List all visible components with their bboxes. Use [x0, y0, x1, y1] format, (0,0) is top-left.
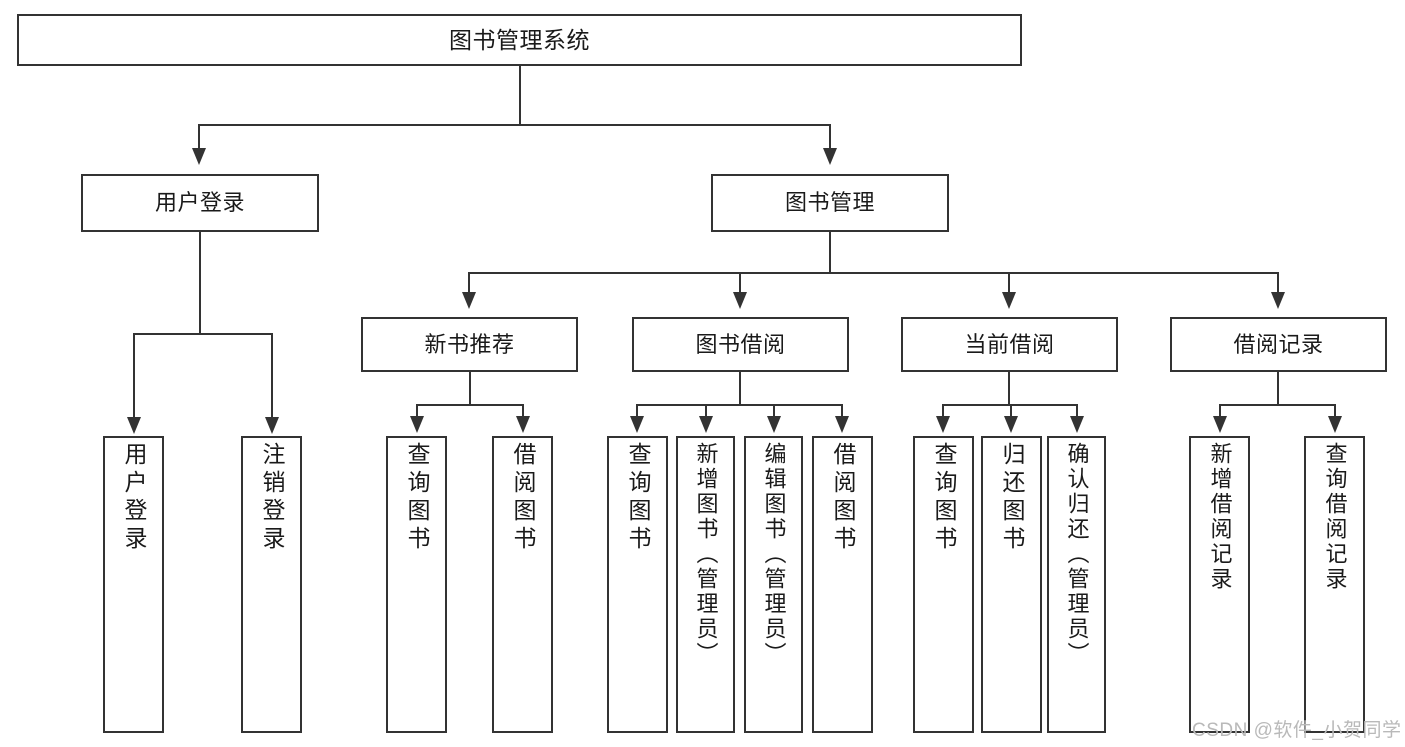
leaf-record-add[interactable]: 新增借阅记录 [1189, 436, 1250, 733]
connector-newbook-bar [416, 404, 524, 406]
connector-current-leaf1 [942, 404, 944, 418]
connector-borrow-leaf4 [841, 404, 843, 418]
connector-borrow-leaf3 [773, 404, 775, 418]
arrowhead-books-to-borrow [733, 292, 747, 309]
arrowhead-books-to-new [462, 292, 476, 309]
node-new-book-recommend[interactable]: 新书推荐 [361, 317, 578, 372]
connector-root-to-books [829, 124, 831, 150]
connector-books-bar [468, 272, 1277, 274]
connector-root-stem [519, 66, 521, 125]
node-label: 查询图书 [625, 442, 651, 554]
connector-current-bar [942, 404, 1077, 406]
arrowhead-borrow-leaf4 [835, 416, 849, 433]
connector-borrow-bar [636, 404, 843, 406]
connector-books-to-record [1277, 272, 1279, 294]
arrowhead-borrow-leaf1 [630, 416, 644, 433]
node-label: 图书管理 [784, 190, 875, 216]
node-label: 查询图书 [931, 442, 957, 554]
connector-record-bar [1219, 404, 1336, 406]
connector-books-stem [829, 232, 831, 273]
arrowhead-borrow-leaf2 [699, 416, 713, 433]
arrowhead-record-leaf1 [1213, 416, 1227, 433]
connector-books-to-new [468, 272, 470, 294]
leaf-borrow-edit[interactable]: 编辑图书（管理员） [744, 436, 803, 733]
node-label: 借阅记录 [1233, 331, 1324, 357]
leaf-current-return[interactable]: 归还图书 [981, 436, 1042, 733]
arrowhead-current-leaf3 [1070, 416, 1084, 433]
node-label: 当前借阅 [964, 331, 1055, 357]
leaf-newbook-query[interactable]: 查询图书 [386, 436, 447, 733]
connector-borrow-stem [739, 372, 741, 405]
connector-login-leaf2 [271, 333, 273, 419]
connector-newbook-leaf1 [416, 404, 418, 418]
connector-newbook-leaf2 [522, 404, 524, 418]
connector-current-leaf2 [1010, 404, 1012, 418]
node-label: 图书管理系统 [449, 26, 590, 53]
connector-root-to-login [198, 124, 200, 150]
node-label: 新书推荐 [424, 331, 515, 357]
arrowhead-root-to-books [823, 148, 837, 165]
node-label: 归还图书 [999, 442, 1025, 554]
connector-books-to-current [1008, 272, 1010, 294]
leaf-borrow-lend[interactable]: 借阅图书 [812, 436, 873, 733]
node-book-management[interactable]: 图书管理 [711, 174, 949, 232]
node-label: 新增借阅记录 [1207, 442, 1233, 592]
node-label: 用户登录 [121, 442, 147, 554]
arrowhead-newbook-leaf2 [516, 416, 530, 433]
leaf-user-login-signin[interactable]: 用户登录 [103, 436, 164, 733]
leaf-borrow-add[interactable]: 新增图书（管理员） [676, 436, 735, 733]
leaf-user-login-signout[interactable]: 注销登录 [241, 436, 302, 733]
leaf-current-query[interactable]: 查询图书 [913, 436, 974, 733]
connector-record-leaf2 [1334, 404, 1336, 418]
connector-record-stem [1277, 372, 1279, 405]
arrowhead-newbook-leaf1 [410, 416, 424, 433]
node-label: 借阅图书 [830, 442, 856, 554]
connector-login-stem [199, 232, 201, 334]
connector-current-leaf3 [1076, 404, 1078, 418]
node-label: 确认归还（管理员） [1064, 442, 1090, 667]
leaf-newbook-borrow[interactable]: 借阅图书 [492, 436, 553, 733]
leaf-record-query[interactable]: 查询借阅记录 [1304, 436, 1365, 733]
node-root-system[interactable]: 图书管理系统 [17, 14, 1022, 66]
connector-current-stem [1008, 372, 1010, 405]
node-user-login[interactable]: 用户登录 [81, 174, 319, 232]
node-label: 新增图书（管理员） [693, 442, 719, 667]
connector-root-bar [198, 124, 831, 126]
connector-borrow-leaf1 [636, 404, 638, 418]
node-label: 查询图书 [404, 442, 430, 554]
connector-record-leaf1 [1219, 404, 1221, 418]
connector-login-bar [133, 333, 272, 335]
leaf-borrow-query[interactable]: 查询图书 [607, 436, 668, 733]
node-book-borrow[interactable]: 图书借阅 [632, 317, 849, 372]
connector-books-to-borrow [739, 272, 741, 294]
node-borrow-record[interactable]: 借阅记录 [1170, 317, 1387, 372]
node-label: 查询借阅记录 [1322, 442, 1348, 592]
arrowhead-books-to-record [1271, 292, 1285, 309]
node-label: 借阅图书 [510, 442, 536, 554]
node-label: 编辑图书（管理员） [761, 442, 787, 667]
arrowhead-login-leaf2 [265, 417, 279, 434]
leaf-current-confirm-return[interactable]: 确认归还（管理员） [1047, 436, 1106, 733]
node-label: 用户登录 [154, 190, 245, 216]
node-label: 图书借阅 [695, 331, 786, 357]
arrowhead-current-leaf2 [1004, 416, 1018, 433]
connector-login-leaf1 [133, 333, 135, 419]
connector-borrow-leaf2 [705, 404, 707, 418]
arrowhead-root-to-login [192, 148, 206, 165]
arrowhead-record-leaf2 [1328, 416, 1342, 433]
arrowhead-current-leaf1 [936, 416, 950, 433]
node-current-borrow[interactable]: 当前借阅 [901, 317, 1118, 372]
connector-newbook-stem [469, 372, 471, 405]
arrowhead-borrow-leaf3 [767, 416, 781, 433]
node-label: 注销登录 [259, 442, 285, 554]
arrowhead-login-leaf1 [127, 417, 141, 434]
arrowhead-books-to-current [1002, 292, 1016, 309]
